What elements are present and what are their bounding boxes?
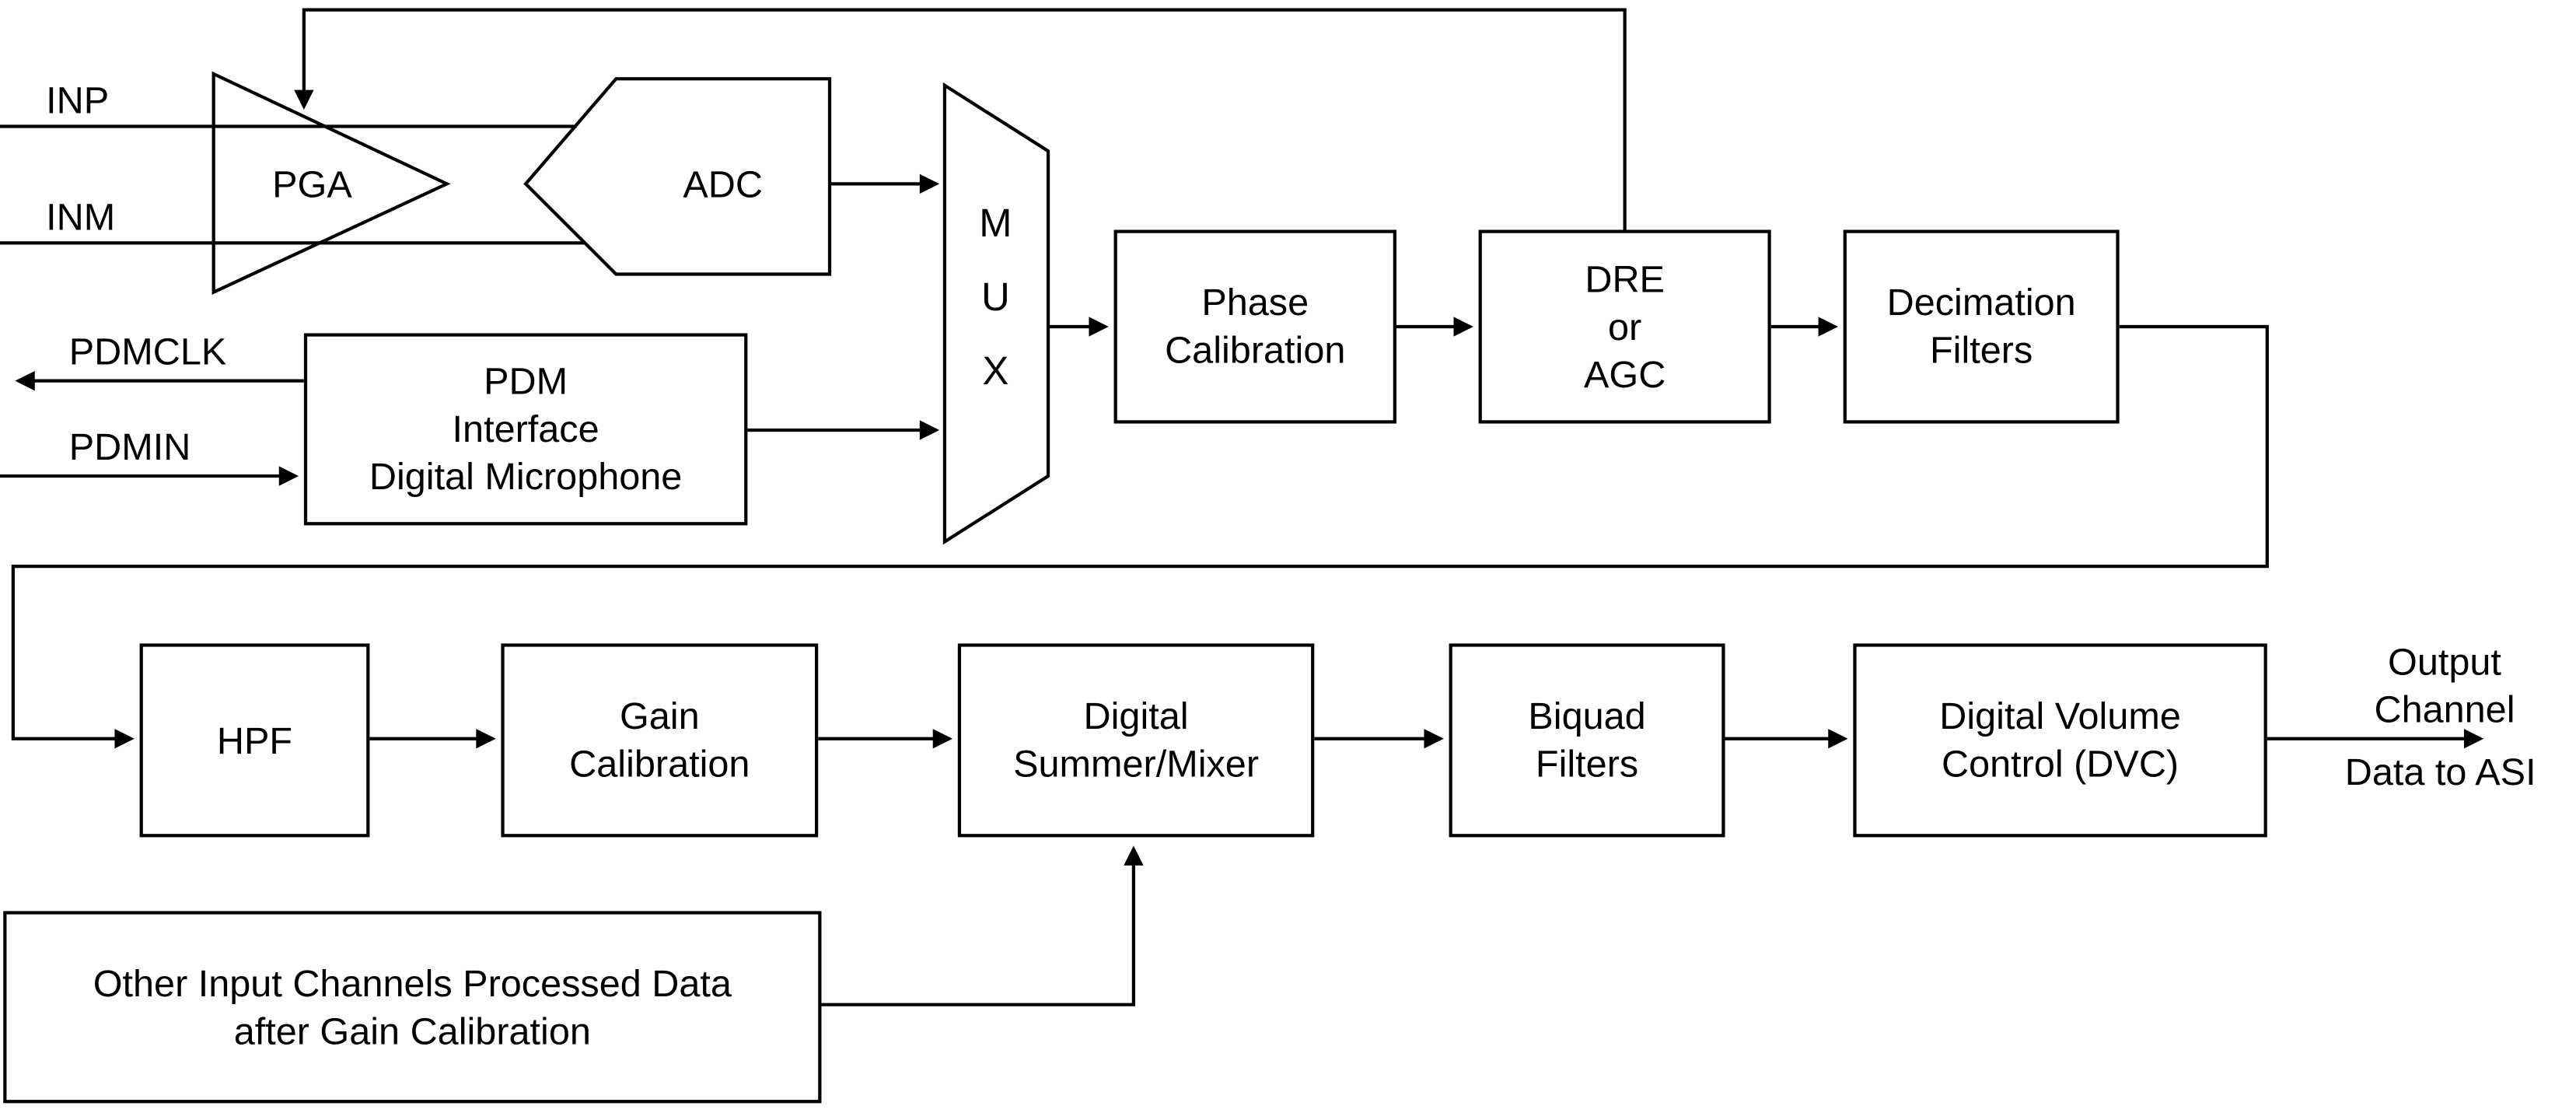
- output-channel-label-bottom: Data to ASI: [2344, 750, 2536, 793]
- agc-feedback-arrow: [294, 8, 1627, 230]
- biquad-filters-block: Biquad Filters: [1449, 643, 1725, 838]
- pga-label: PGA: [272, 162, 352, 205]
- decimation-filters-block: Decimation Filters: [1843, 229, 2120, 424]
- pdmclk-label: PDMCLK: [68, 330, 227, 373]
- gain-calibration-block: Gain Calibration: [501, 643, 819, 838]
- pdm-interface-block: PDM Interface Digital Microphone: [303, 333, 748, 526]
- phase-calibration-block: Phase Calibration: [1113, 229, 1396, 424]
- inm-label: INM: [46, 195, 116, 239]
- digital-summer-block: Digital Summer/Mixer: [957, 643, 1315, 838]
- dvc-block: Digital Volume Control (DVC): [1853, 643, 2267, 838]
- adc-label: ADC: [683, 162, 763, 205]
- adc-shape: [523, 77, 832, 276]
- hpf-block: HPF: [139, 643, 370, 838]
- inp-label: INP: [46, 79, 110, 122]
- pdmin-label: PDMIN: [68, 425, 191, 468]
- mux-label: M U X: [979, 201, 1012, 394]
- decimation-to-hpf-route: [11, 324, 2269, 749]
- output-channel-label-top: Output Channel: [2374, 640, 2515, 731]
- dre-agc-block: DRE or AGC: [1478, 229, 1771, 424]
- mux-shape: [942, 82, 1050, 545]
- other-inputs-to-summer-arrow: [821, 845, 1144, 1006]
- other-inputs-block: Other Input Channels Processed Data afte…: [3, 911, 822, 1104]
- pga-amp-shape: [211, 71, 451, 295]
